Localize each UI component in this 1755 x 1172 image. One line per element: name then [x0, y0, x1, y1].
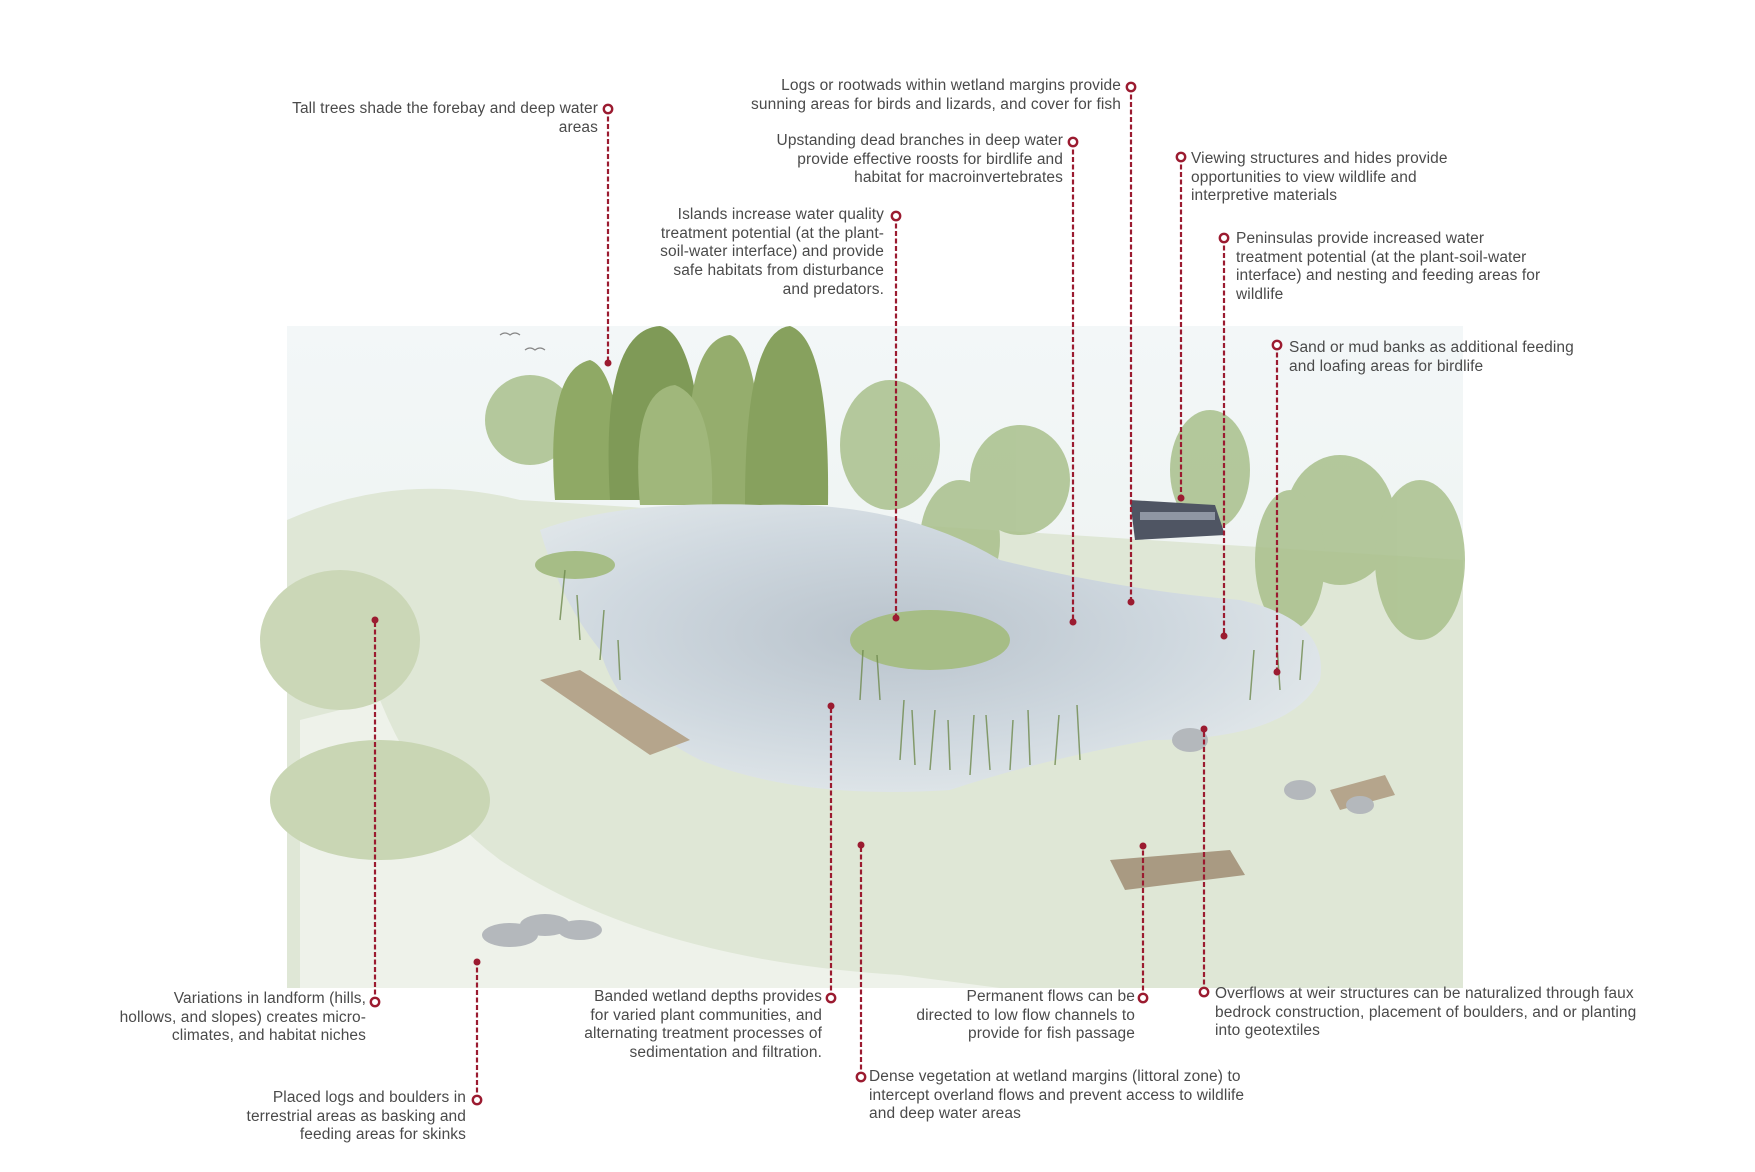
annotation-line: interface) and nesting and feeding areas… — [1236, 267, 1541, 285]
viewing-hide — [1130, 500, 1225, 540]
boardwalk — [540, 670, 690, 755]
background-trees — [485, 375, 1465, 640]
annotation-line: areas — [558, 118, 598, 136]
birds — [499, 332, 546, 351]
annotation-line: Logs or rootwads within wetland margins … — [781, 77, 1121, 94]
annotation-line: treatment potential (at the plant-soil-w… — [1236, 248, 1527, 266]
annotation-line: hollows, and slopes) creates micro- — [119, 1008, 366, 1026]
annotation-line: Permanent flows can be — [966, 988, 1135, 1005]
annotation-line: into geotextiles — [1215, 1022, 1320, 1040]
annotation-weir-overflows: Overflows at weir structures can be natu… — [1215, 985, 1636, 1041]
annotation-line: interpretive materials — [1191, 187, 1338, 205]
island — [850, 610, 1010, 670]
annotation-line: and loafing areas for birdlife — [1289, 357, 1484, 375]
annotation-line: intercept overland flows and prevent acc… — [869, 1086, 1245, 1104]
annotation-line: bedrock construction, placement of bould… — [1215, 1003, 1637, 1021]
annotation-line: Overflows at weir structures can be natu… — [1215, 985, 1634, 1002]
grass-mound — [260, 570, 420, 710]
grass-mound — [270, 740, 490, 860]
annotation-line: terrestrial areas as basking and — [246, 1107, 466, 1125]
annotation-line: and predators. — [782, 280, 884, 298]
annotation-line: safe habitats from disturbance — [673, 262, 884, 280]
boulders — [482, 728, 1374, 947]
annotation-line: treatment potential (at the plant- — [660, 224, 884, 242]
path — [300, 700, 1000, 988]
annotation-line: sedimentation and filtration. — [629, 1044, 822, 1062]
annotation-line: Variations in landform (hills, — [173, 990, 366, 1007]
annotation-line: provide effective roosts for birdlife an… — [797, 150, 1063, 168]
annotation-tall-trees: Tall trees shade the forebay and deep wa… — [292, 100, 598, 137]
annotation-logs-rootwads: Logs or rootwads within wetland margins … — [751, 77, 1121, 114]
annotation-line: Sand or mud banks as additional feeding — [1289, 339, 1574, 356]
annotation-line: and deep water areas — [869, 1105, 1021, 1123]
tall-trees — [553, 326, 829, 505]
annotation-landform-variations: Variations in landform (hills,hollows, a… — [120, 990, 366, 1046]
annotation-line: for varied plant communities, and — [590, 1006, 822, 1024]
annotation-dense-vegetation: Dense vegetation at wetland margins (lit… — [869, 1068, 1244, 1124]
island — [535, 551, 615, 579]
annotation-line: habitat for macroinvertebrates — [854, 169, 1063, 187]
annotation-line: provide for fish passage — [968, 1025, 1135, 1043]
annotation-line: directed to low flow channels to — [916, 1006, 1135, 1024]
annotation-line: Banded wetland depths provides — [594, 988, 822, 1005]
annotation-line: wildlife — [1236, 286, 1284, 304]
annotation-line: alternating treatment processes of — [584, 1025, 822, 1043]
annotation-line: climates, and habitat niches — [171, 1027, 366, 1045]
annotation-line: Dense vegetation at wetland margins (lit… — [869, 1068, 1241, 1085]
annotation-line: Viewing structures and hides provide — [1191, 150, 1448, 167]
annotation-line: sunning areas for birds and lizards, and… — [751, 95, 1121, 113]
annotation-line: Upstanding dead branches in deep water — [776, 132, 1063, 149]
annotation-line: Islands increase water quality — [677, 206, 884, 223]
annotation-line: opportunities to view wildlife and — [1191, 168, 1417, 186]
annotation-line: soil-water interface) and provide — [660, 243, 884, 261]
annotation-line: Placed logs and boulders in — [272, 1089, 466, 1106]
reed-beds — [559, 569, 1304, 776]
annotation-line: feeding areas for skinks — [299, 1126, 466, 1144]
annotation-line: Tall trees shade the forebay and deep wa… — [292, 100, 598, 117]
annotation-line: Peninsulas provide increased water — [1236, 230, 1485, 247]
boardwalk — [1330, 775, 1395, 810]
